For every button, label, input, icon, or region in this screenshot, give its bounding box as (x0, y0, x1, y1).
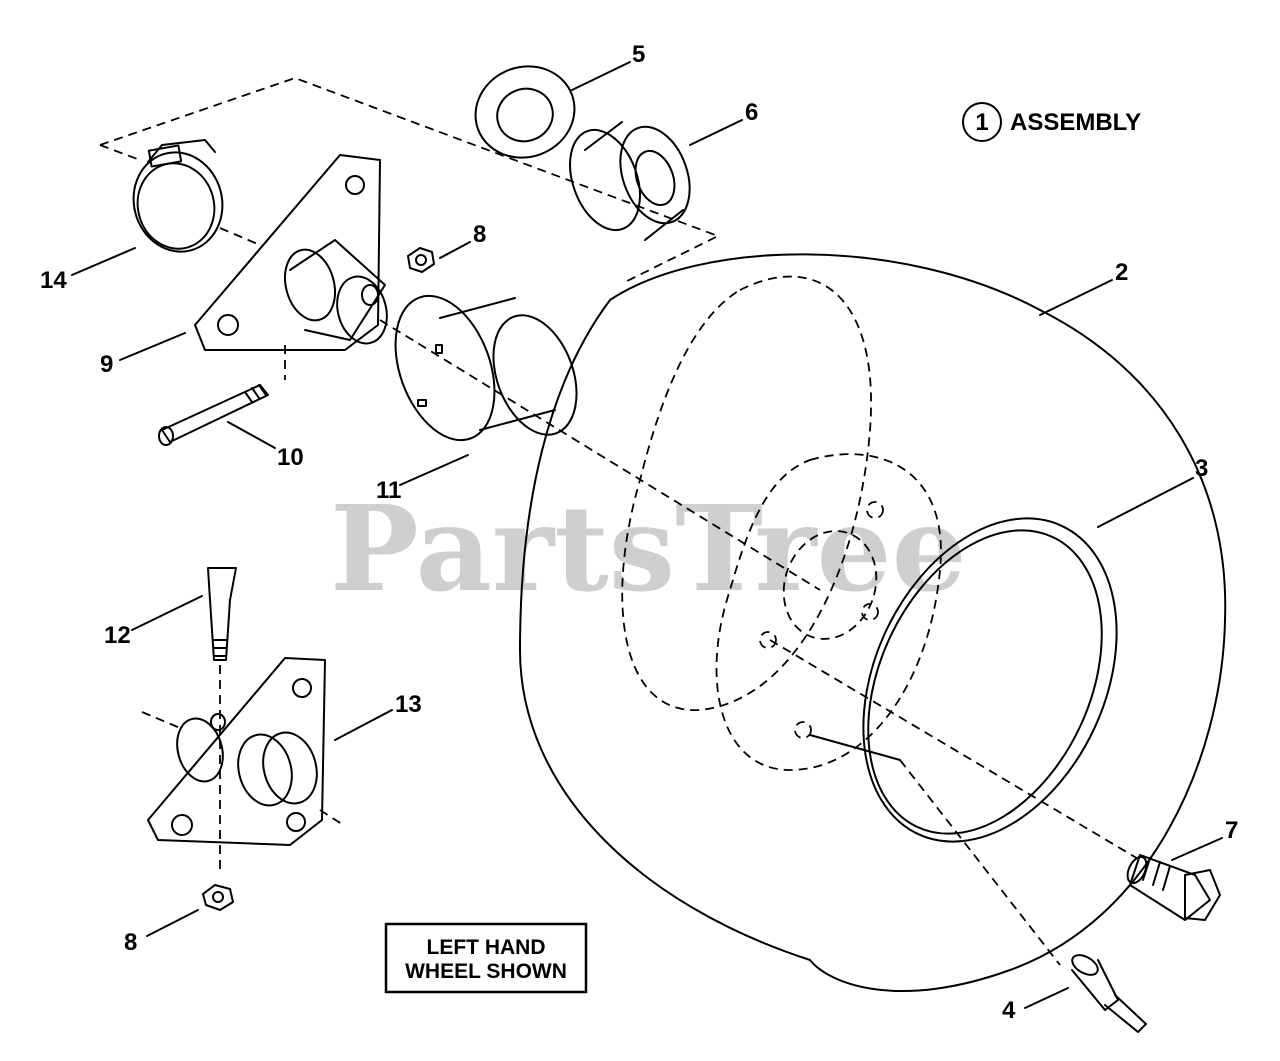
dashed-lead (319, 809, 346, 827)
callout-8-bottom: 8 (124, 929, 137, 956)
dashed-lead (141, 711, 181, 729)
part-rim-flange (862, 517, 1118, 843)
dashed-lead-valve (899, 759, 1061, 966)
callout-8-top: 8 (473, 221, 486, 248)
callout-12: 12 (104, 622, 131, 649)
assembly-number-circle (962, 102, 1002, 142)
assembly-label: ASSEMBLY (1010, 109, 1141, 136)
callout-9: 9 (100, 351, 113, 378)
part-lug-bolt (1126, 854, 1221, 921)
dashed-envelope-side (99, 144, 141, 161)
dashed-envelope (99, 77, 721, 283)
dashed-lead (219, 227, 261, 246)
assembly-number: 1 (975, 109, 988, 136)
note-line-1: LEFT HAND (427, 936, 546, 959)
watermark: PartsTree (330, 479, 967, 618)
nut-hole (415, 254, 427, 266)
part-bolt-vertical (207, 567, 237, 661)
callout-2: 2 (1115, 259, 1128, 286)
part-tire (519, 253, 1227, 992)
dashed-lead-bolt (769, 639, 1141, 861)
part-hex-nut-top (407, 247, 435, 273)
callout-11: 11 (376, 477, 401, 504)
part-valve-stem (1071, 954, 1147, 1033)
valve-stem-line (809, 734, 901, 761)
callout-7: 7 (1225, 817, 1238, 844)
part-mounting-bracket (194, 154, 388, 351)
callout-3: 3 (1195, 455, 1208, 482)
part-bolt (158, 384, 269, 446)
note-line-2: WHEEL SHOWN (405, 960, 567, 983)
part-hose-clamp (132, 139, 224, 253)
leader-lines (71, 61, 1223, 1009)
callout-13: 13 (395, 691, 422, 718)
axis-line (379, 319, 821, 591)
nut-hole (212, 891, 224, 903)
part-bearing-ring (474, 65, 576, 159)
part-hex-nut-bottom (202, 884, 234, 911)
callout-4: 4 (1002, 997, 1016, 1024)
callout-10: 10 (277, 444, 304, 471)
part-lower-bracket (147, 657, 326, 846)
callout-6: 6 (745, 99, 758, 126)
part-rim (621, 275, 942, 771)
note-box (384, 922, 588, 994)
part-hub-sleeve (394, 294, 578, 442)
callout-14: 14 (40, 267, 67, 294)
callout-5: 5 (632, 41, 645, 68)
part-bushing (569, 121, 691, 241)
